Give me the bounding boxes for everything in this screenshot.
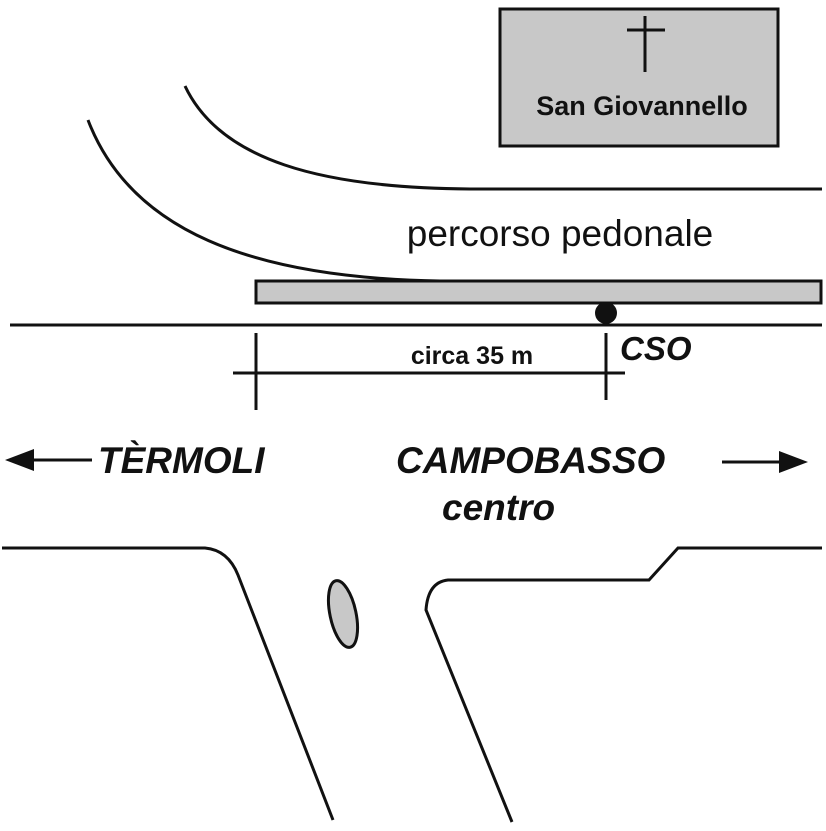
traffic-island [326,579,360,649]
direction-right-label: CAMPOBASSO [396,440,666,481]
road-edge-bottom-right [424,546,822,823]
direction-left-label: TÈRMOLI [98,440,265,481]
sidewalk-strip [254,279,823,305]
cross-icon [627,16,665,72]
arrow-left-icon [5,449,92,471]
church-box [498,7,780,148]
direction-right-sub-label: centro [442,487,555,528]
church-label: San Giovannello [536,91,748,121]
footpath-lower-edge [86,119,500,283]
footpath-label: percorso pedonale [407,213,714,254]
distance-label: circa 35 m [411,342,533,370]
bus-stop-marker [595,302,617,324]
road-edge-bottom-left [2,546,335,821]
church-building: San Giovannello [498,7,780,148]
bus-stop-label: CSO [620,330,692,367]
footpath-upper-edge [183,85,822,191]
distance-dimension [233,333,625,410]
arrow-right-icon [722,451,808,473]
